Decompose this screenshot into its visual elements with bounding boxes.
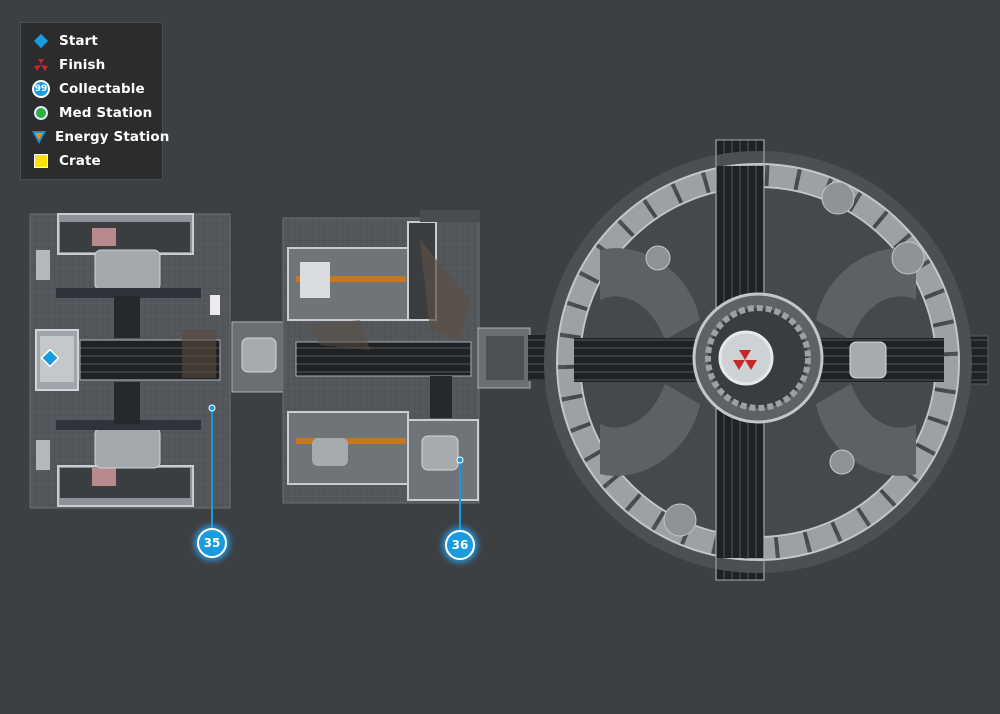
orange-triangle-icon xyxy=(31,127,47,147)
collectable-number-icon: 99 xyxy=(31,79,51,99)
map-legend: Start Finish 99 Collectable Med Station xyxy=(20,22,169,180)
legend-label: Crate xyxy=(59,153,101,169)
yellow-square-icon xyxy=(31,151,51,171)
legend-label: Med Station xyxy=(59,105,153,121)
legend-label: Collectable xyxy=(59,81,145,97)
start-marker-icon xyxy=(40,348,60,368)
connector-left-middle xyxy=(231,321,288,393)
collectable-marker-36[interactable]: 36 xyxy=(445,530,475,560)
legend-label: Start xyxy=(59,33,98,49)
legend-item-med-station: Med Station xyxy=(31,101,162,125)
legend-label: Energy Station xyxy=(55,129,170,145)
collectable-leader-lines xyxy=(208,404,464,530)
legend-item-collectable: 99 Collectable xyxy=(31,77,162,101)
middle-module xyxy=(282,210,480,504)
green-circle-icon xyxy=(31,103,51,123)
ring-station xyxy=(544,139,989,581)
legend-item-start: Start xyxy=(31,29,162,53)
legend-label: Finish xyxy=(59,57,106,73)
finish-marker-icon xyxy=(733,350,757,370)
legend-item-finish: Finish xyxy=(31,53,162,77)
collectable-marker-35[interactable]: 35 xyxy=(197,528,227,558)
legend-item-crate: Crate xyxy=(31,149,162,173)
left-module xyxy=(29,213,231,509)
blue-diamond-icon xyxy=(31,31,51,51)
legend-item-energy-station: Energy Station xyxy=(31,125,169,149)
red-triangles-icon xyxy=(31,55,51,75)
